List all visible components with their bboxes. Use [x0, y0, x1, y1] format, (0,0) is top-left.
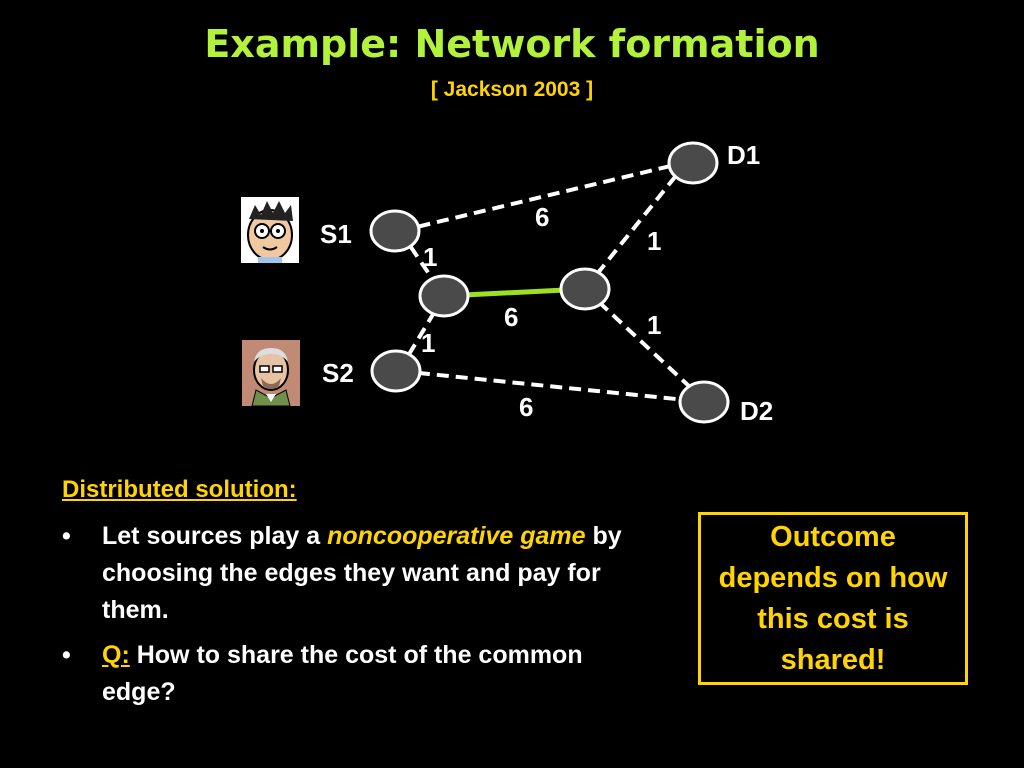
label-d2: D2 — [740, 396, 773, 426]
bullet-marker: • — [62, 522, 71, 550]
node-s1 — [369, 209, 421, 253]
cost-s1-j1: 1 — [423, 242, 437, 272]
cost-j1-j2: 6 — [504, 302, 518, 332]
bullet-marker: • — [62, 641, 71, 669]
graph-nodes — [369, 141, 730, 424]
cost-s2-d2: 6 — [519, 392, 533, 422]
bullet-list: • Let sources play a noncooperative game… — [62, 518, 662, 719]
cost-j2-d1: 1 — [647, 226, 661, 256]
bullet1-emphasis: noncooperative game — [327, 522, 586, 550]
outcome-callout-box: Outcome depends on how this cost is shar… — [698, 512, 968, 685]
node-d1 — [667, 141, 719, 185]
bullet-item-1: • Let sources play a noncooperative game… — [62, 518, 662, 629]
edge-s1-d1 — [399, 160, 688, 233]
bullet1-text-b: by choosing the edges they want and pay … — [102, 522, 622, 624]
label-s2: S2 — [322, 358, 354, 388]
edge-s2-d2 — [398, 369, 707, 404]
slide-title: Example: Network formation — [204, 22, 820, 66]
bullet-item-2: • Q: How to share the cost of the common… — [62, 637, 662, 711]
bullet2-q-label: Q: — [102, 641, 130, 669]
edge-s2-j1 — [397, 294, 446, 373]
node-s2 — [370, 349, 422, 393]
edge-j2-d2 — [583, 287, 708, 404]
slide-subtitle: [ Jackson 2003 ] — [430, 78, 594, 101]
cost-j2-d2: 1 — [647, 310, 661, 340]
label-s1: S1 — [320, 219, 352, 249]
source2-avatar-icon — [242, 340, 300, 407]
cost-s2-j1: 1 — [421, 328, 435, 358]
edge-cost-labels: 6 1 6 1 1 1 6 — [421, 202, 661, 422]
bullet1-text-a: Let sources play a — [102, 522, 328, 550]
outcome-callout-text: Outcome depends on how this cost is shar… — [718, 520, 948, 676]
node-junction-2 — [559, 267, 611, 311]
label-d1: D1 — [727, 140, 760, 170]
edge-j2-d1 — [583, 160, 689, 291]
distributed-solution-heading: Distributed solution: — [62, 476, 297, 503]
node-labels: S1 S2 D1 D2 — [320, 140, 773, 426]
bullet2-text: How to share the cost of the common edge… — [102, 641, 583, 706]
source1-avatar-icon — [241, 197, 299, 263]
node-junction-1 — [418, 274, 470, 318]
node-d2 — [678, 380, 730, 424]
cost-s1-d1: 6 — [535, 202, 549, 232]
